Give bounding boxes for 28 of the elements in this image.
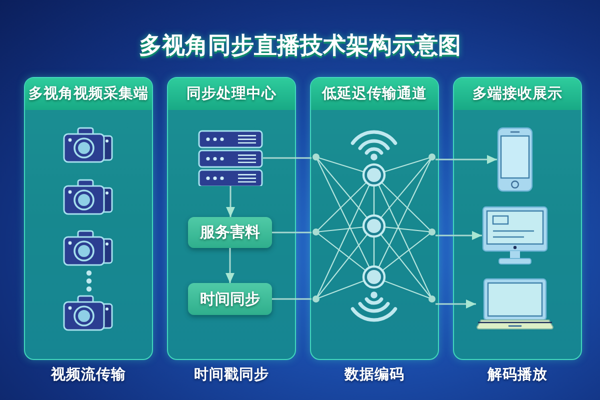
connector-line xyxy=(272,298,312,300)
panel-label: 时间戳同步 xyxy=(194,366,269,385)
panel-header: 多视角视频采集端 xyxy=(25,78,152,110)
arrow xyxy=(436,231,482,240)
connector-line xyxy=(263,157,312,159)
arrow xyxy=(436,300,476,308)
process-box: 服务害料 xyxy=(188,217,272,248)
camera-icon xyxy=(63,230,113,266)
arrow xyxy=(226,186,235,217)
connector-line xyxy=(272,232,312,234)
process-box: 时间同步 xyxy=(188,283,272,315)
camera-icon xyxy=(63,127,113,163)
panel-label: 数据编码 xyxy=(344,366,404,385)
camera-icon xyxy=(63,295,113,331)
laptop-icon xyxy=(476,278,554,330)
camera-icon xyxy=(63,179,113,215)
phone-icon xyxy=(497,127,533,192)
arrow xyxy=(226,248,234,283)
network-illustration xyxy=(312,128,436,324)
panel-label: 视频流传输 xyxy=(51,366,126,385)
server-icon xyxy=(198,130,263,186)
arrow xyxy=(436,155,497,164)
panel-header: 同步处理中心 xyxy=(168,78,295,110)
title: 多视角同步直播技术架构示意图 xyxy=(139,31,461,60)
panel-label: 解码播放 xyxy=(488,366,548,385)
panel-header: 多端接收展示 xyxy=(454,78,581,110)
monitor-icon xyxy=(482,206,548,265)
panel-header: 低延迟传输通道 xyxy=(311,78,438,110)
